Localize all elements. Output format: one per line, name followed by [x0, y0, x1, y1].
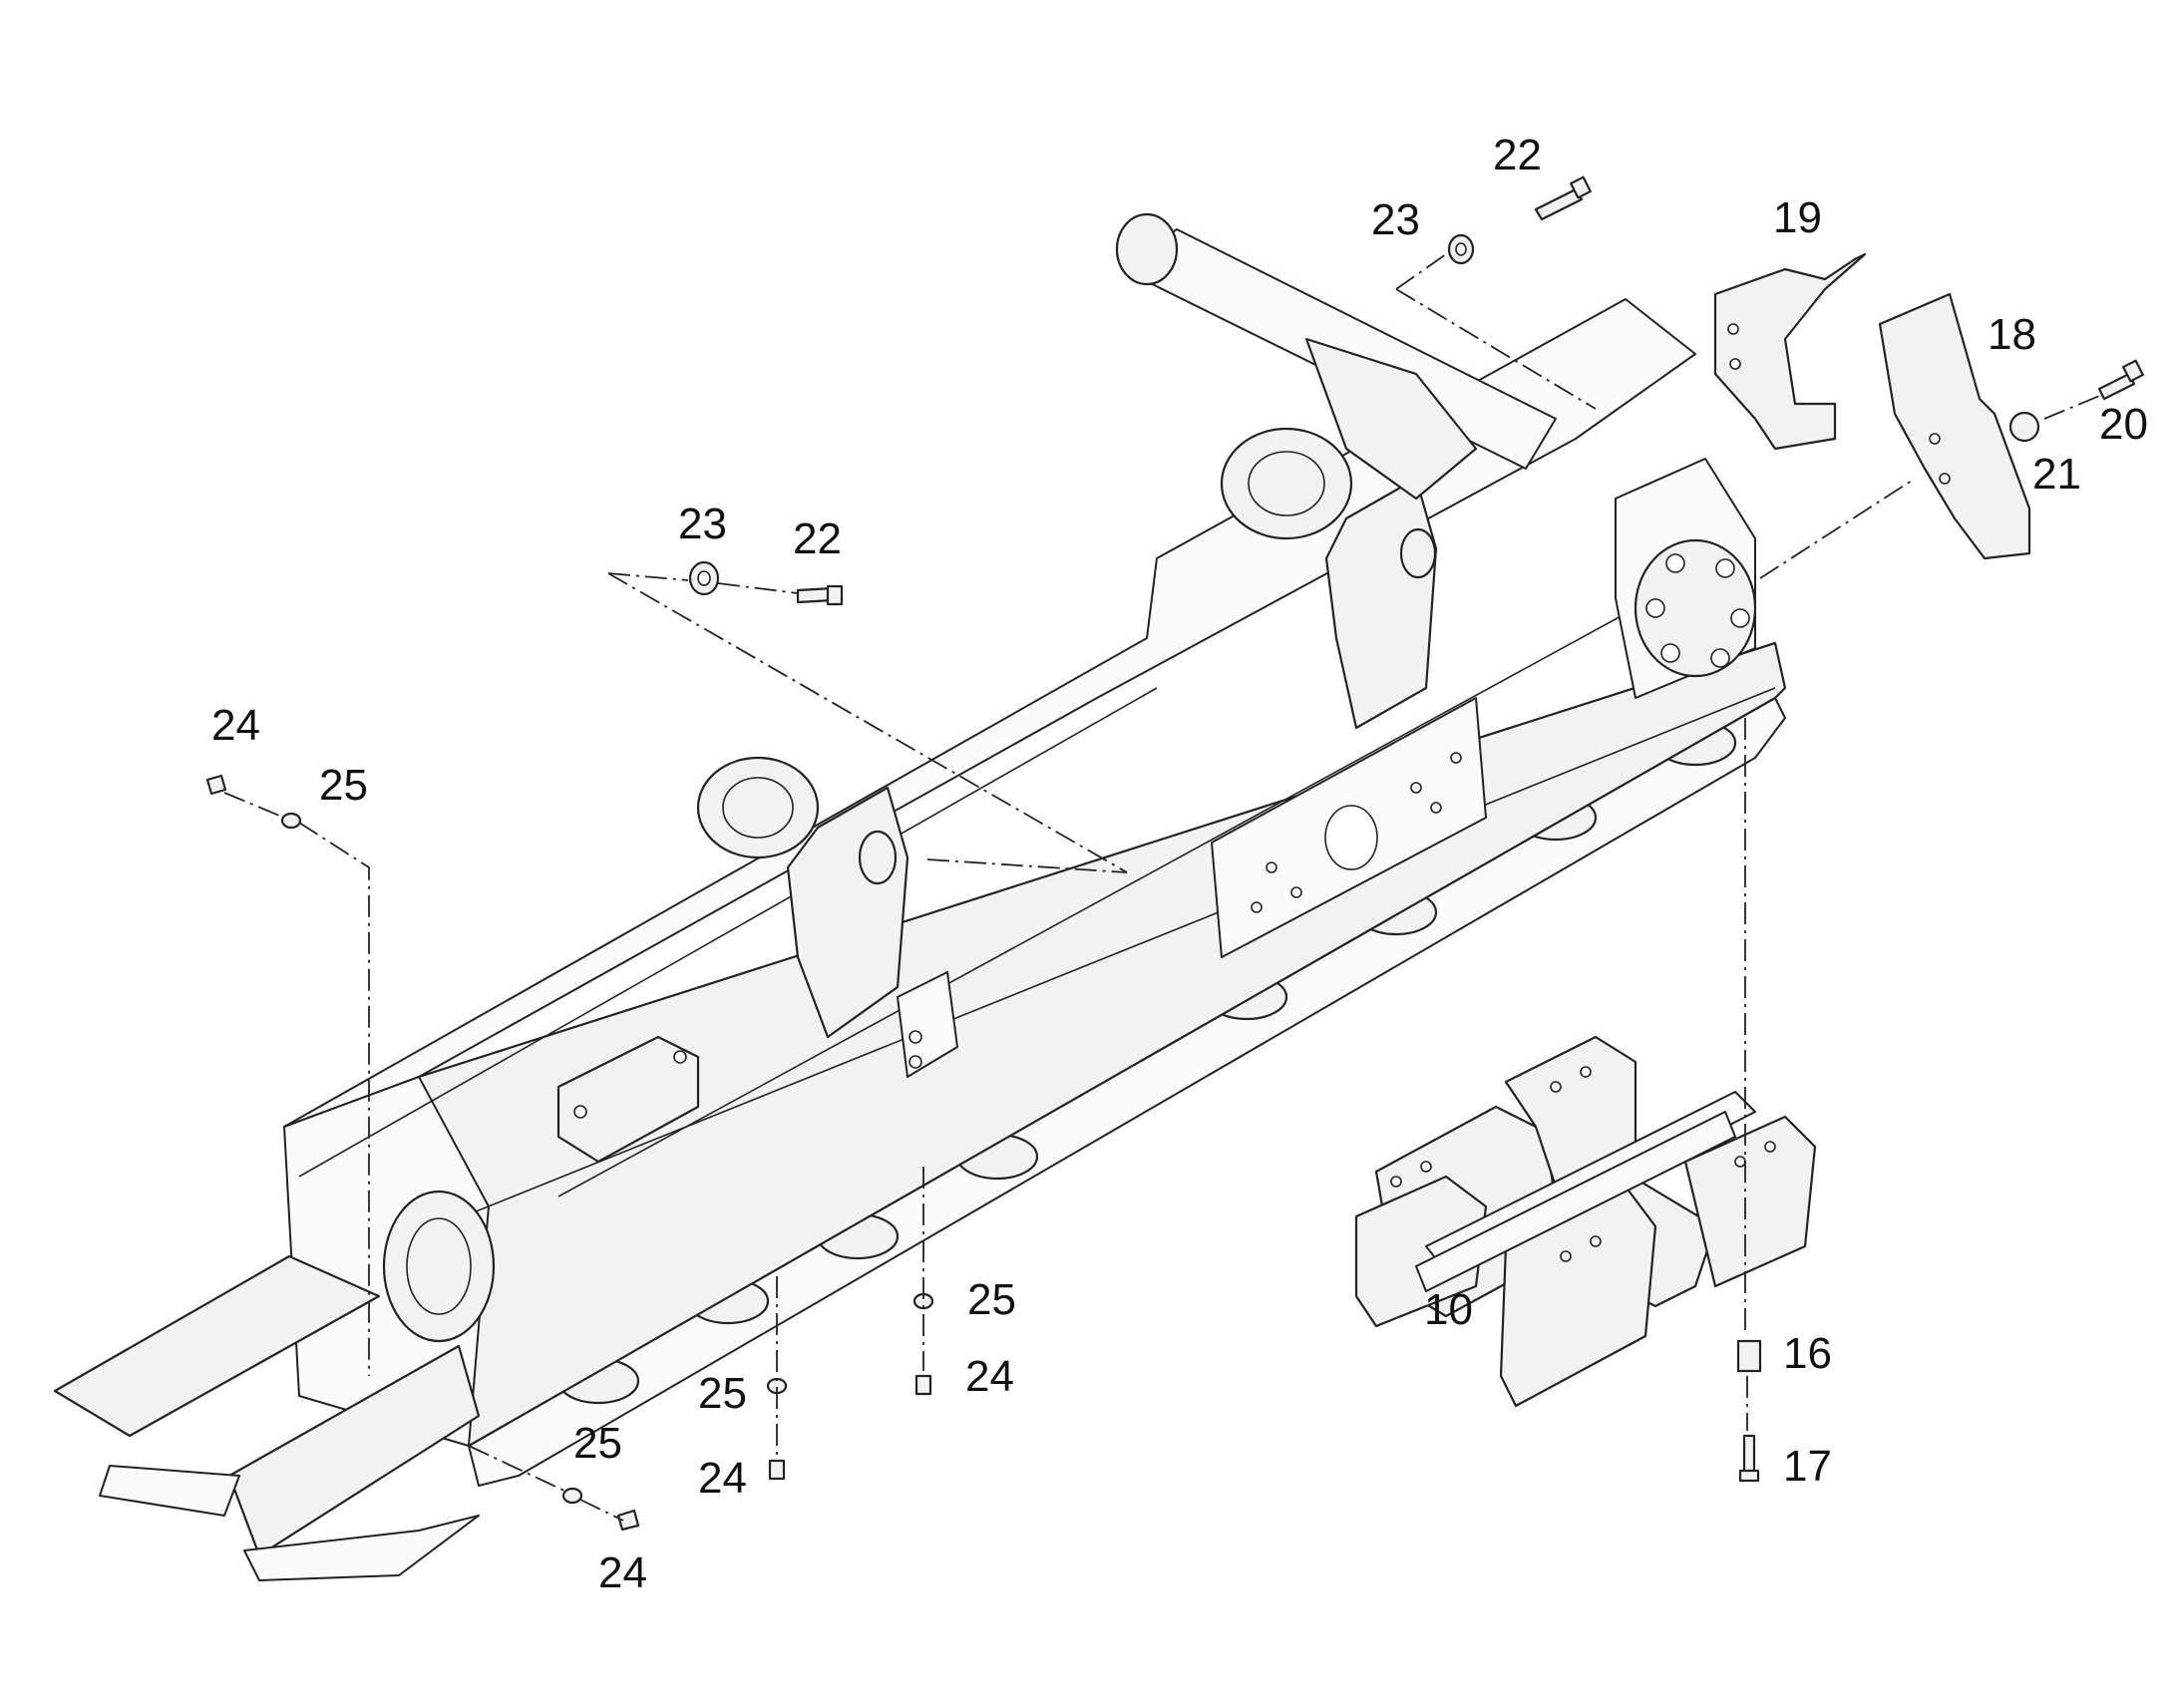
carrier-roller-rear: [1220, 427, 1353, 540]
callout-23-middle: 23: [678, 500, 727, 548]
front-idler: [382, 1190, 496, 1343]
callout-22-upper: 22: [1493, 131, 1542, 179]
front-rail-lower: [227, 1344, 481, 1557]
callout-24-lower-middle: 24: [698, 1454, 747, 1503]
callout-19: 19: [1773, 193, 1822, 242]
callout-17: 17: [1783, 1442, 1832, 1491]
callout-25-top-left: 25: [319, 761, 368, 810]
callout-25-lower-left: 25: [573, 1419, 622, 1468]
callout-24-right: 24: [965, 1352, 1014, 1401]
inspection-cover: [556, 1035, 700, 1164]
callout-24-lower-left: 24: [598, 1548, 647, 1597]
callout-16: 16: [1783, 1329, 1832, 1378]
track-guide-frame: [1354, 1035, 1817, 1408]
callout-23-upper: 23: [1371, 195, 1420, 244]
guard-plate-18: [1878, 292, 2031, 560]
callout-25-right: 25: [967, 1275, 1016, 1324]
callout-labels: 10 16 17 18 19 20 21 22 22 23 23 24 24 2…: [211, 131, 2148, 1597]
callout-18: 18: [1988, 310, 2036, 359]
callout-25-middle: 25: [698, 1369, 747, 1418]
guard-plate-19: [1713, 252, 1867, 451]
callout-24-top-left: 24: [211, 701, 260, 750]
front-rail-upper: [53, 1254, 381, 1438]
leader-lines: [223, 253, 2105, 1522]
carrier-roller-front: [696, 756, 820, 859]
callout-10: 10: [1424, 1285, 1473, 1334]
callout-22-middle: 22: [793, 514, 842, 563]
track-frame: [53, 212, 1787, 1581]
callout-21: 21: [2032, 450, 2081, 499]
fasteners: [205, 175, 2144, 1532]
callout-20: 20: [2099, 400, 2148, 449]
